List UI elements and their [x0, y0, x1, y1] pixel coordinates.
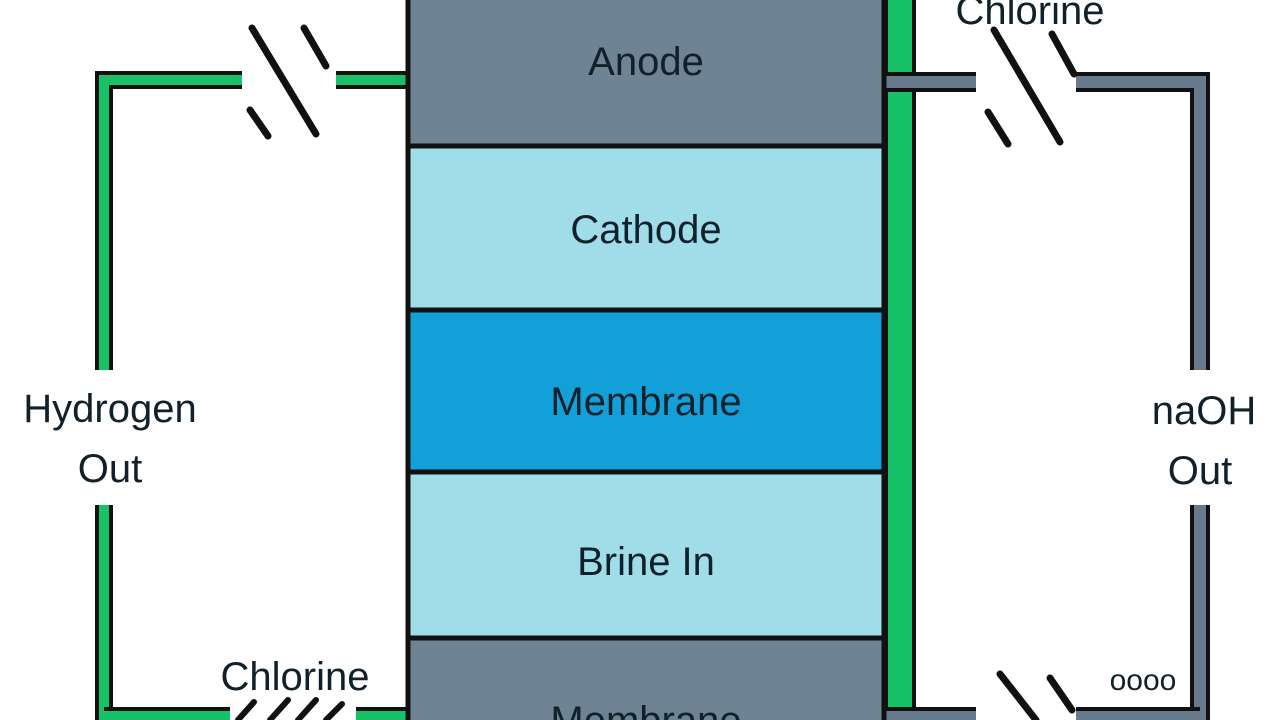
block-anode	[405, 0, 887, 149]
naoh-pipe	[886, 72, 1210, 720]
hydrogen-pipe	[95, 71, 408, 720]
block-membrane-bottom	[405, 635, 887, 720]
valve-top-right	[984, 26, 1078, 148]
naoh-label-line2: Out	[1168, 449, 1232, 493]
valve-bottom-right	[996, 670, 1076, 720]
block-membrane	[405, 307, 887, 475]
hydrogen-label-line2: Out	[78, 447, 142, 491]
block-cathode	[405, 143, 887, 313]
brine-in-label: Brine In	[577, 540, 715, 584]
block-brine-in	[405, 469, 887, 641]
bubbles-label: oooo	[1110, 664, 1177, 697]
naoh-label-line1: naOH	[1152, 389, 1257, 433]
naoh-pipe-upper	[1076, 72, 1210, 370]
hydrogen-label-line1: Hydrogen	[23, 387, 196, 431]
cell-stack: Anode Cathode Membrane Brine In Membrane	[405, 0, 887, 720]
hydrogen-pipe-upper	[95, 71, 242, 370]
membrane-bottom-label: Membrane	[550, 699, 741, 720]
valve-top-left	[246, 24, 330, 140]
chlorine-label-bottom: Chlorine	[221, 655, 370, 699]
green-side-bar	[884, 0, 916, 720]
cathode-label: Cathode	[570, 208, 721, 252]
anode-label: Anode	[588, 40, 704, 84]
chlorine-label-top: Chlorine	[956, 0, 1105, 33]
membrane-label: Membrane	[550, 380, 741, 424]
valve-bottom-left	[235, 697, 345, 720]
